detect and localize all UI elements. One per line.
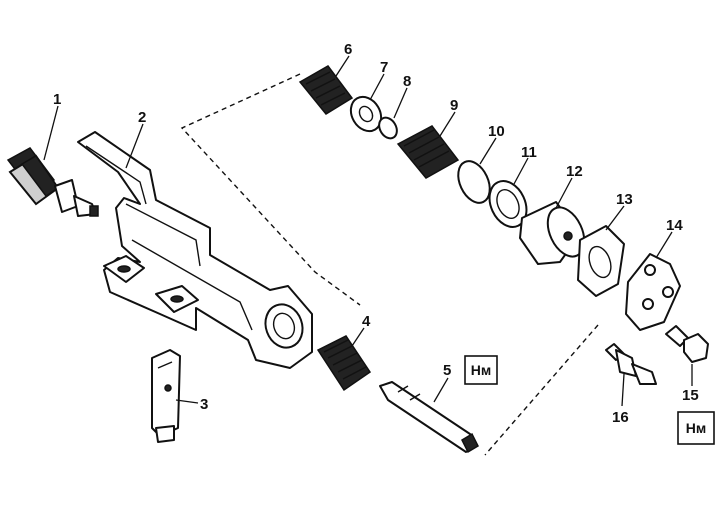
part-10-o-ring [457,160,491,204]
part-12-piston [519,201,586,265]
callout-9: 9 [450,97,458,114]
callout-4: 4 [362,313,371,330]
part-6-spring [298,65,354,115]
callout-3: 3 [200,396,208,413]
callout-12: 12 [566,163,583,180]
callout-16: 16 [612,409,629,426]
callout-1: 1 [53,91,61,108]
part-5-shaft [379,381,479,454]
torque-label-upper: Нм [471,362,491,378]
callout-10: 10 [488,123,505,140]
callout-8: 8 [403,73,411,90]
callout-15: 15 [682,387,699,404]
part-14-cover-plate [625,253,681,331]
callout-7: 7 [380,59,388,76]
part-4-spring [316,335,372,392]
torque-box-lower: Нм [677,411,715,445]
part-15-bolt [665,325,709,363]
callout-numbers: 1 2 3 4 5 6 7 8 9 10 11 12 13 14 15 16 [53,41,699,426]
callout-13: 13 [616,191,633,208]
part-16-bleed-valve [605,343,657,385]
part-2-bracket-body [77,131,313,369]
callout-6: 6 [344,41,352,58]
part-11-seal-ring [488,180,528,228]
part-8-ring [378,116,398,140]
leader-lines [43,55,693,407]
callout-14: 14 [666,217,683,234]
part-1-plug [6,147,99,217]
callout-2: 2 [138,109,146,126]
callout-5: 5 [443,362,451,379]
assembly-guide-lines [180,73,599,456]
part-7-washer [349,95,383,133]
part-3-fork-pin [151,349,181,443]
callout-11: 11 [521,144,537,161]
torque-label-lower: Нм [686,420,706,436]
part-13-gasket [577,225,625,297]
torque-box-upper: Нм [464,355,498,385]
part-9-spring [396,125,460,179]
